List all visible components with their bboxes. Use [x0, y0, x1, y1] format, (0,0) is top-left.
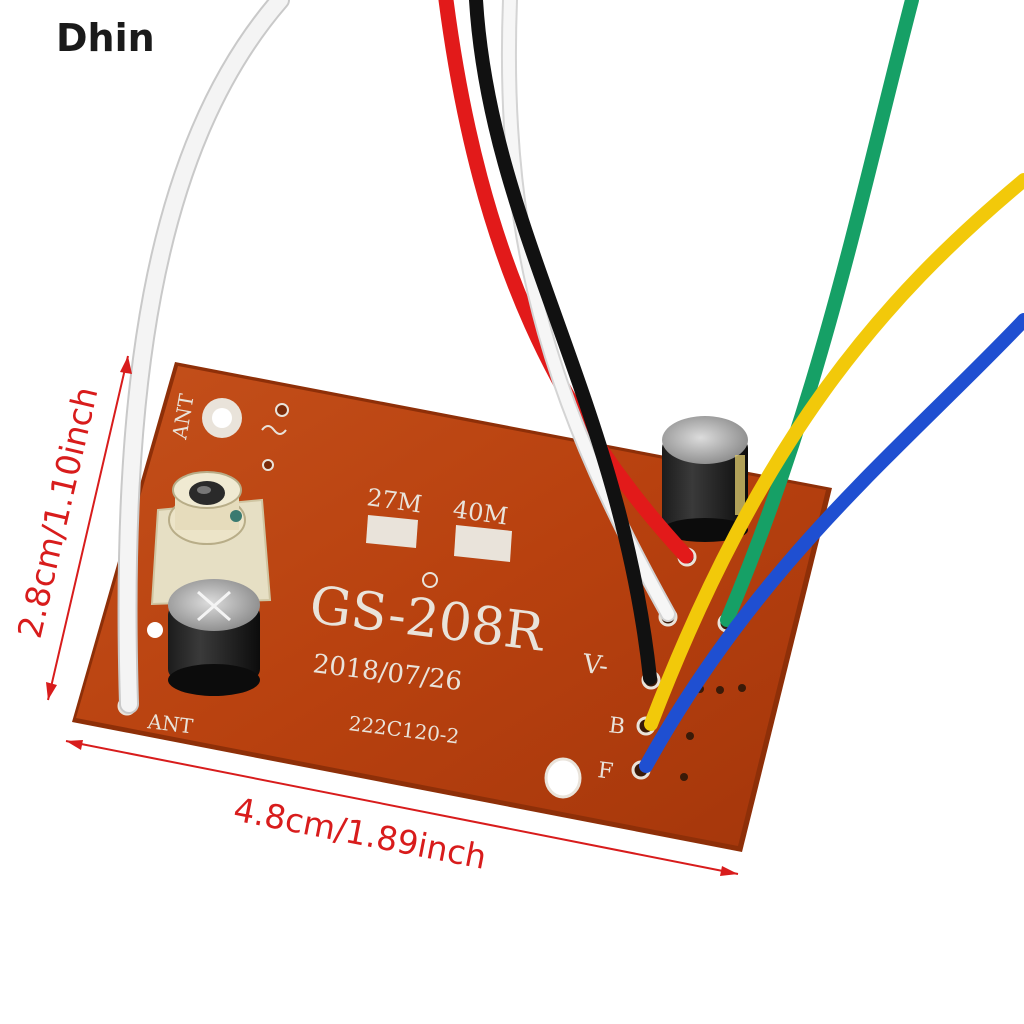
capacitor-right: [662, 416, 748, 542]
frequency-selector-pads: [366, 515, 512, 562]
yellow-wire: [644, 173, 1024, 731]
pin-b-label: B: [607, 713, 626, 740]
wire-harness: [117, 0, 1024, 773]
pin-vminus-label: V-: [580, 649, 610, 682]
width-dimension-label: 4.8cm/1.89inch: [230, 790, 489, 877]
antenna-label-bottom: ANT: [145, 709, 195, 739]
red-wire: [438, 0, 694, 564]
green-wire: [720, 0, 919, 627]
pin-f-label: F: [596, 758, 614, 785]
capacitor-left: [168, 579, 260, 696]
brand-logo: Dhin: [56, 16, 155, 60]
black-wire: [469, 0, 657, 685]
blue-wire: [639, 313, 1024, 773]
tuning-coil: [150, 471, 272, 606]
